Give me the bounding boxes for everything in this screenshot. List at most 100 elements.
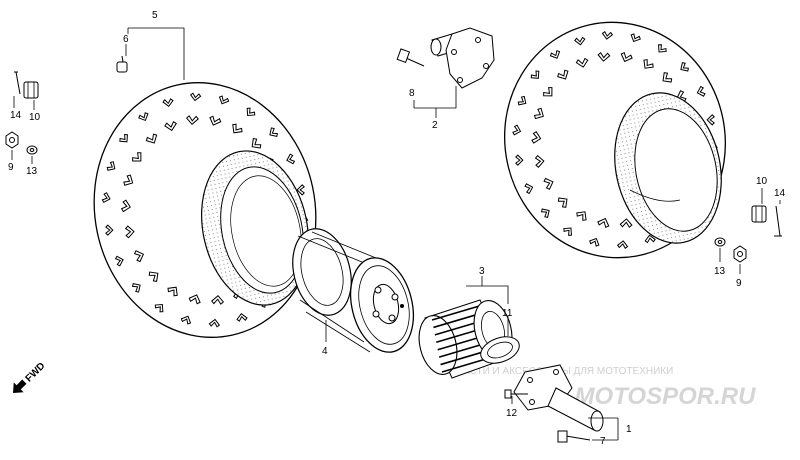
tread-lug bbox=[619, 218, 633, 229]
label-part-13-left: 13 bbox=[26, 166, 38, 177]
axle-hub-top bbox=[396, 27, 495, 89]
tread-lug bbox=[145, 133, 158, 144]
fwd-indicator: FWD bbox=[13, 361, 48, 393]
tread-lug bbox=[530, 70, 540, 79]
label-part-10-right: 10 bbox=[756, 176, 768, 187]
tread-lug bbox=[563, 227, 572, 236]
left-tire bbox=[93, 82, 317, 338]
tread-lug bbox=[574, 36, 586, 46]
tread-lug bbox=[620, 51, 633, 63]
label-part-14-right: 14 bbox=[774, 188, 786, 199]
label-part-14-left: 14 bbox=[10, 110, 22, 121]
tread-lug bbox=[190, 92, 202, 102]
tread-lug bbox=[106, 161, 116, 171]
left-hardware bbox=[5, 55, 128, 155]
right-tire bbox=[503, 21, 727, 259]
label-part-13-right: 13 bbox=[714, 266, 726, 277]
label-part-1: 1 bbox=[626, 424, 632, 435]
tread-lug bbox=[549, 49, 561, 59]
tread-lug bbox=[164, 121, 177, 132]
tread-lug bbox=[154, 304, 164, 313]
tread-lug bbox=[148, 271, 159, 282]
label-part-3: 3 bbox=[479, 266, 485, 277]
tread-lug bbox=[597, 217, 610, 229]
tread-lug bbox=[188, 294, 201, 305]
tread-lug bbox=[601, 30, 614, 40]
tread-lug bbox=[232, 123, 243, 134]
tread-lug bbox=[218, 95, 230, 105]
tread-lug bbox=[524, 183, 534, 195]
watermark: ЗАПЧАСТИ И АКСЕССУАРЫ ДЛЯ МОТОТЕХНИКИ MO… bbox=[437, 366, 756, 410]
tread-lug bbox=[131, 283, 141, 293]
label-part-8: 8 bbox=[409, 88, 415, 99]
tread-lug bbox=[706, 114, 715, 126]
tread-lug bbox=[114, 255, 124, 267]
tread-lug bbox=[589, 237, 600, 247]
tread-lug bbox=[543, 177, 554, 190]
label-part-7: 7 bbox=[600, 436, 606, 447]
forward-arrow-icon bbox=[13, 379, 27, 393]
tread-lug bbox=[531, 131, 542, 144]
tread-lug bbox=[138, 112, 149, 122]
label-part-10-left: 10 bbox=[29, 112, 41, 123]
hub-rib bbox=[431, 303, 487, 321]
tread-lug bbox=[167, 286, 178, 297]
tread-lug bbox=[534, 154, 545, 168]
label-part-11: 11 bbox=[502, 308, 513, 319]
tread-lug bbox=[597, 51, 611, 62]
tread-lug bbox=[105, 224, 114, 236]
label-part-9-left: 9 bbox=[8, 162, 14, 173]
fwd-label: FWD bbox=[24, 361, 48, 385]
tread-lug bbox=[616, 240, 629, 250]
tread-lug bbox=[517, 95, 527, 106]
tread-lug bbox=[662, 72, 673, 83]
tread-lug bbox=[680, 62, 690, 72]
tread-lug bbox=[557, 197, 568, 208]
tread-lug bbox=[185, 115, 199, 125]
tread-lug bbox=[211, 295, 225, 305]
tread-lug bbox=[576, 211, 587, 221]
tread-lug bbox=[557, 69, 569, 80]
label-part-2: 2 bbox=[432, 120, 438, 131]
label-part-4: 4 bbox=[322, 346, 328, 357]
tread-lug bbox=[644, 234, 656, 244]
tread-lug bbox=[533, 107, 544, 120]
tread-lug bbox=[251, 138, 262, 149]
tread-lug bbox=[658, 44, 667, 53]
watermark-brand: MOTOSPOR.RU bbox=[575, 383, 757, 410]
tread-lug bbox=[123, 174, 134, 186]
right-hardware bbox=[714, 205, 782, 263]
tread-lug bbox=[512, 124, 522, 136]
tread-lug bbox=[208, 318, 220, 328]
tread-lug bbox=[133, 250, 145, 263]
tread-lug bbox=[643, 59, 654, 69]
wheel-rim bbox=[292, 228, 414, 353]
tread-lug bbox=[269, 127, 279, 137]
tread-lug bbox=[575, 57, 589, 68]
tread-lug bbox=[696, 85, 706, 97]
label-part-9-right: 9 bbox=[736, 278, 742, 289]
tread-lug bbox=[630, 33, 641, 43]
tread-lug bbox=[132, 152, 142, 162]
leader-lines bbox=[11, 27, 781, 441]
tread-lug bbox=[286, 153, 296, 165]
tread-lug bbox=[543, 87, 553, 97]
tread-lug bbox=[162, 98, 174, 107]
tread-lug bbox=[236, 313, 248, 322]
tread-lug bbox=[124, 225, 135, 239]
tread-lug bbox=[540, 208, 550, 218]
label-part-5: 5 bbox=[152, 10, 158, 21]
label-part-6: 6 bbox=[123, 34, 129, 45]
label-part-12: 12 bbox=[506, 408, 518, 419]
tread-lug bbox=[246, 107, 256, 116]
tread-lug bbox=[515, 154, 524, 166]
axle-hub-bottom bbox=[504, 364, 604, 443]
tread-lug bbox=[209, 115, 222, 126]
tread-lug bbox=[120, 199, 131, 213]
tread-lug bbox=[180, 315, 192, 325]
part-labels: 5 6 14 10 9 13 8 2 10 14 13 9 3 11 4 12 … bbox=[8, 10, 786, 447]
wheel-hub bbox=[418, 299, 520, 379]
tread-lug bbox=[101, 192, 111, 204]
tread-lug bbox=[119, 134, 128, 143]
